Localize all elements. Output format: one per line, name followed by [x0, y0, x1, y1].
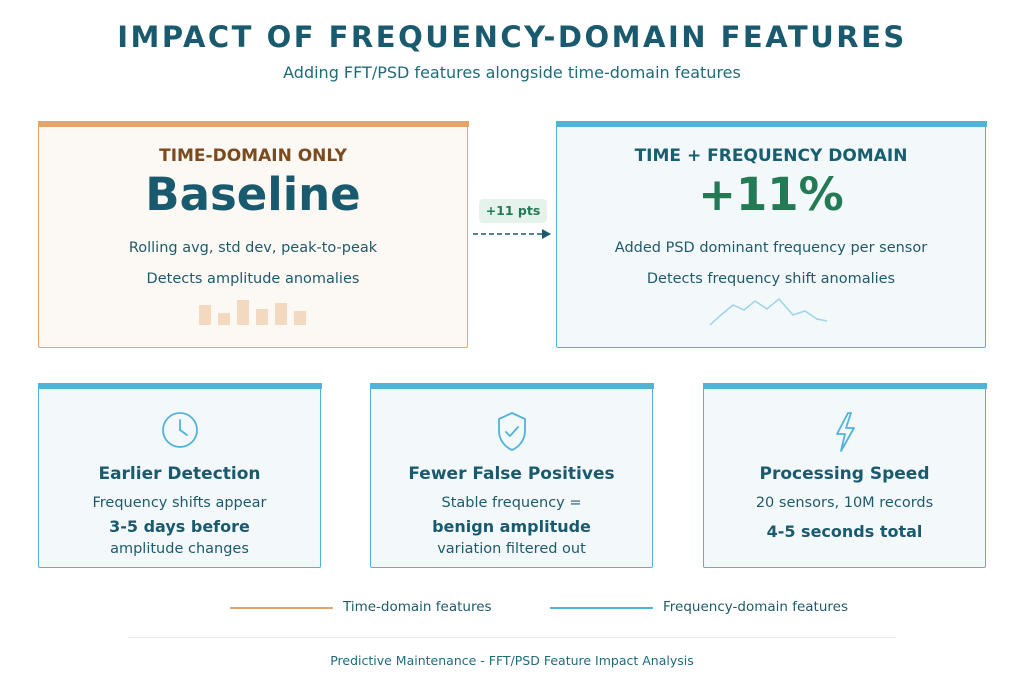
footer-text: Predictive Maintenance - FFT/PSD Feature…: [330, 653, 694, 668]
frequency-domain-value: +11%: [698, 168, 844, 221]
time-domain-desc-1: Rolling avg, std dev, peak-to-peak: [128, 240, 378, 256]
benefit-text: Frequency shifts appear: [92, 495, 267, 511]
frequency-domain-desc-2: Detects frequency shift anomalies: [646, 271, 896, 287]
delta-badge: +11 pts: [479, 199, 547, 223]
benefit-text: 20 sensors, 10M records: [755, 495, 934, 511]
time-domain-card: TIME-DOMAIN ONLY Baseline Rolling avg, s…: [37, 120, 469, 348]
benefit-text: amplitude changes: [110, 541, 249, 557]
frequency-domain-label: TIME + FREQUENCY DOMAIN: [634, 146, 908, 166]
arrow-right-icon: [473, 229, 551, 239]
benefit-card-fewer-false-positives: Fewer False Positives Stable frequency =…: [369, 382, 654, 568]
shield-check-icon: [497, 412, 526, 451]
benefit-highlight: 4-5 seconds total: [766, 522, 923, 541]
benefit-highlight: 3-5 days before: [109, 517, 250, 536]
bar-decoration-icon: [199, 300, 306, 325]
page-title: IMPACT OF FREQUENCY-DOMAIN FEATURES: [117, 20, 907, 54]
card-accent-bar: [702, 382, 987, 389]
benefit-card-processing-speed: Processing Speed 20 sensors, 10M records…: [702, 382, 987, 568]
benefit-title: Earlier Detection: [98, 464, 261, 484]
time-domain-label: TIME-DOMAIN ONLY: [159, 146, 347, 166]
lightning-icon: [835, 412, 855, 452]
card-accent-bar: [555, 120, 987, 127]
card-accent-bar: [37, 382, 322, 389]
page-subtitle: Adding FFT/PSD features alongside time-d…: [283, 63, 741, 82]
time-domain-value: Baseline: [145, 168, 361, 221]
footer-divider: [128, 637, 896, 638]
frequency-domain-card: TIME + FREQUENCY DOMAIN +11% Added PSD d…: [555, 120, 987, 348]
benefit-card-earlier-detection: Earlier Detection Frequency shifts appea…: [37, 382, 322, 568]
benefit-highlight: benign amplitude: [432, 517, 591, 536]
clock-icon: [161, 412, 198, 448]
legend-swatch-time: [230, 607, 333, 609]
benefit-text: Stable frequency =: [441, 495, 582, 511]
legend-swatch-frequency: [550, 607, 653, 609]
legend-label-frequency: Frequency-domain features: [663, 599, 848, 615]
card-accent-bar: [37, 120, 469, 127]
card-accent-bar: [369, 382, 654, 389]
benefit-text: variation filtered out: [437, 541, 586, 557]
frequency-domain-desc-1: Added PSD dominant frequency per sensor: [614, 240, 928, 256]
waveform-decoration-icon: [709, 297, 828, 326]
legend-label-time: Time-domain features: [343, 599, 492, 615]
benefit-title: Processing Speed: [759, 464, 930, 484]
benefit-title: Fewer False Positives: [408, 464, 615, 484]
time-domain-desc-2: Detects amplitude anomalies: [146, 271, 360, 287]
